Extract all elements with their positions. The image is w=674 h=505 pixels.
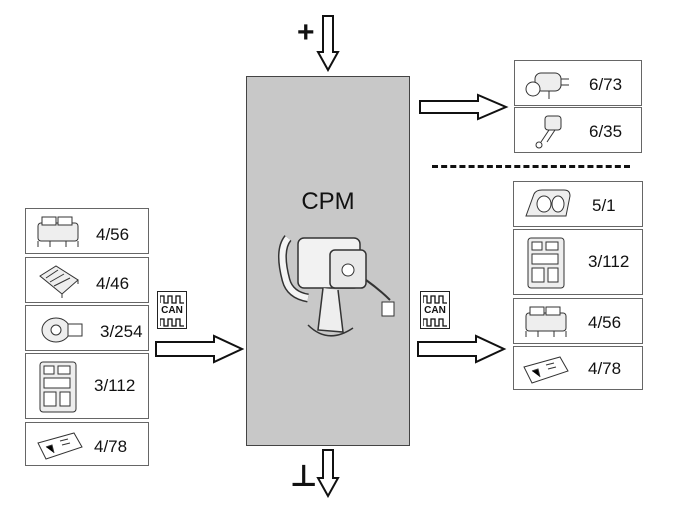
positive-supply-symbol: + [297, 16, 315, 49]
output-ref-label: 4/78 [588, 359, 622, 378]
output-card-6-35: 6/35 [514, 107, 642, 153]
input-arrow-right [155, 334, 245, 364]
ground-arrow-down [316, 449, 340, 498]
fuse-relay-box-icon [527, 237, 565, 289]
output-ref-label: 4/56 [588, 313, 622, 332]
output-card-4-56: 4/56 [513, 298, 643, 344]
signal-pulse-icon [160, 318, 184, 327]
signal-pulse-icon [423, 295, 447, 304]
control-module-icon [525, 306, 567, 337]
can-label: CAN [161, 305, 183, 316]
input-card-3-112: 3/112 [25, 353, 149, 419]
signal-pulse-icon [423, 318, 447, 327]
section-divider [432, 165, 630, 168]
input-card-4-78: 4/78 [25, 422, 149, 466]
output-ref-label: 6/35 [589, 122, 623, 141]
valve-icon [535, 115, 562, 149]
can-bus-badge-left: CAN [157, 291, 187, 329]
can-bus-badge-right: CAN [420, 291, 450, 329]
instrument-cluster-icon [525, 189, 571, 217]
fuse-relay-box-icon [39, 361, 77, 413]
output-arrow-right-top [419, 93, 509, 121]
pump-icon [525, 72, 569, 99]
input-ref-label: 4/78 [94, 437, 128, 456]
output-ref-label: 3/112 [588, 252, 630, 271]
output-ref-label: 5/1 [592, 196, 616, 215]
module-box-icon [39, 265, 79, 298]
can-label: CAN [424, 305, 446, 316]
output-card-5-1: 5/1 [513, 181, 643, 227]
output-card-3-112: 3/112 [513, 229, 643, 295]
output-ref-label: 6/73 [589, 75, 623, 94]
input-ref-label: 3/112 [94, 376, 136, 395]
signal-pulse-icon [160, 295, 184, 304]
control-module-icon [37, 216, 79, 247]
output-card-6-73: 6/73 [514, 60, 642, 106]
input-card-3-254: 3/254 [25, 305, 149, 351]
ground-symbol: ⊥ [290, 460, 318, 493]
input-ref-label: 4/56 [96, 225, 130, 244]
heater-unit-illustration [278, 235, 395, 337]
control-panel-icon [37, 432, 83, 460]
cpm-label: CPM [301, 188, 355, 215]
output-card-4-78: 4/78 [513, 346, 643, 390]
can-output-arrow-right [417, 334, 507, 364]
input-ref-label: 4/46 [96, 274, 130, 293]
control-panel-icon [523, 356, 569, 384]
input-ref-label: 3/254 [100, 322, 143, 341]
sensor-unit-icon [41, 317, 83, 343]
input-card-4-46: 4/46 [25, 257, 149, 303]
input-card-4-56: 4/56 [25, 208, 149, 254]
supply-arrow-down [316, 15, 340, 72]
